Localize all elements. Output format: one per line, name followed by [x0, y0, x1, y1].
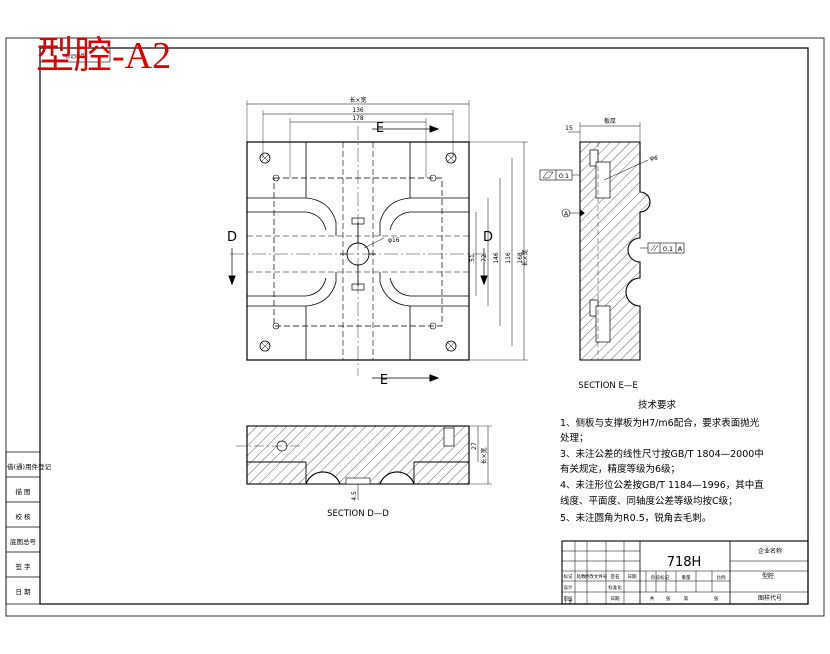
- note-line-7: 5、未注圆角为R0.5，锐角去毛刺。: [560, 513, 712, 524]
- tb-no: 第: [684, 595, 689, 602]
- note-line-5: 4、未注形位公差按GB/T 1184—1996，其中直: [560, 480, 764, 491]
- side-cell-6: 日 期: [15, 588, 31, 596]
- front-view: [228, 100, 528, 382]
- dim-ee-small: 15: [565, 125, 573, 132]
- dim-right-1: 168: [517, 252, 524, 264]
- tb-stage: 阶段标记: [651, 574, 669, 581]
- dim-top-1: 长×宽: [349, 96, 366, 104]
- dim-mid-1: 72: [481, 254, 488, 262]
- tb-change: 更改文件号: [585, 573, 608, 580]
- cut-label-d-left: D: [227, 230, 237, 245]
- side-cell-1: 借(通)用件登记: [7, 463, 52, 471]
- corner-tag-text: 标记编号: [65, 53, 85, 60]
- tb-date2: 日期: [611, 596, 620, 602]
- dim-top-3: 178: [352, 115, 364, 122]
- tb-weight: 重量: [682, 574, 691, 581]
- drawing-number-label: 图样代号: [758, 594, 782, 602]
- tb-standard: 标准化: [608, 584, 622, 591]
- side-cell-3: 校 核: [15, 513, 31, 521]
- note-line-4: 有关规定，精度等级为6级；: [560, 464, 681, 475]
- tb-date: 日期: [628, 574, 637, 580]
- corner-tag: [39, 47, 111, 63]
- note-line-2: 处理；: [560, 433, 589, 444]
- outer-border: [5, 37, 825, 617]
- tb-sheet: 张: [666, 595, 671, 602]
- dim-center-hole: φ16: [388, 237, 400, 244]
- notes-header: 技术要求: [638, 400, 677, 411]
- note-line-3: 3、未注公差的线性尺寸按GB/T 1804—2000中: [560, 449, 764, 460]
- dim-dd-2: 长×宽: [480, 447, 488, 464]
- dim-mid-2: 51: [469, 254, 476, 262]
- section-e-view: [539, 122, 685, 361]
- side-cell-4: 底图总号: [10, 538, 36, 546]
- tb-total: 共: [650, 595, 655, 602]
- drawing-title: 型腔-A2: [36, 35, 172, 77]
- tb-sheet2: 张: [714, 595, 719, 602]
- dim-right-4: 长×宽: [521, 249, 529, 266]
- section-d-label: SECTION D—D: [327, 509, 389, 519]
- tb-design: 设计: [564, 584, 573, 591]
- dim-right-3: 146: [493, 252, 500, 264]
- tol-parallel-datum: A: [678, 245, 683, 253]
- tol-parallel-value: 0.1: [663, 245, 673, 253]
- dim-ee-thickness: 板厚: [604, 117, 616, 125]
- tb-sign: 签名: [611, 573, 620, 580]
- part-name: 型腔: [762, 572, 774, 580]
- material-label: 718H: [667, 555, 702, 570]
- tb-review: 审核: [564, 595, 573, 602]
- tol-flatness-value: 0.1: [559, 172, 569, 180]
- datum-letter: A: [564, 211, 569, 218]
- tb-process: 工艺: [564, 600, 573, 606]
- company-name: 企业名称: [758, 547, 782, 555]
- dim-top-2: 136: [352, 107, 364, 114]
- tb-scale: 比例: [717, 574, 726, 581]
- dim-right-2: 116: [505, 252, 512, 264]
- dim-dd-1: 27: [471, 442, 478, 450]
- cut-label-e-top: E: [376, 121, 384, 136]
- section-e-label: SECTION E—E: [578, 381, 637, 391]
- note-line-6: 线度、平面度、同轴度公差等级均按C级；: [560, 496, 738, 507]
- side-cell-2: 描 图: [15, 488, 31, 496]
- section-d-view: [236, 425, 492, 500]
- cut-label-e-bottom: E: [380, 373, 388, 388]
- dim-ee-hole: φ6: [650, 155, 658, 162]
- dim-dd-3: 4.5: [351, 491, 358, 501]
- side-table: [5, 451, 41, 605]
- tb-count: 处数: [577, 573, 586, 580]
- note-line-1: 1、侧板与支撑板为H7/m6配合，要求表面抛光: [560, 418, 760, 429]
- inner-frame: [39, 47, 809, 605]
- tb-mark: 标记: [564, 573, 573, 580]
- cut-label-d-right: D: [483, 230, 493, 245]
- side-cell-5: 签 字: [15, 563, 31, 571]
- title-block: [561, 540, 809, 605]
